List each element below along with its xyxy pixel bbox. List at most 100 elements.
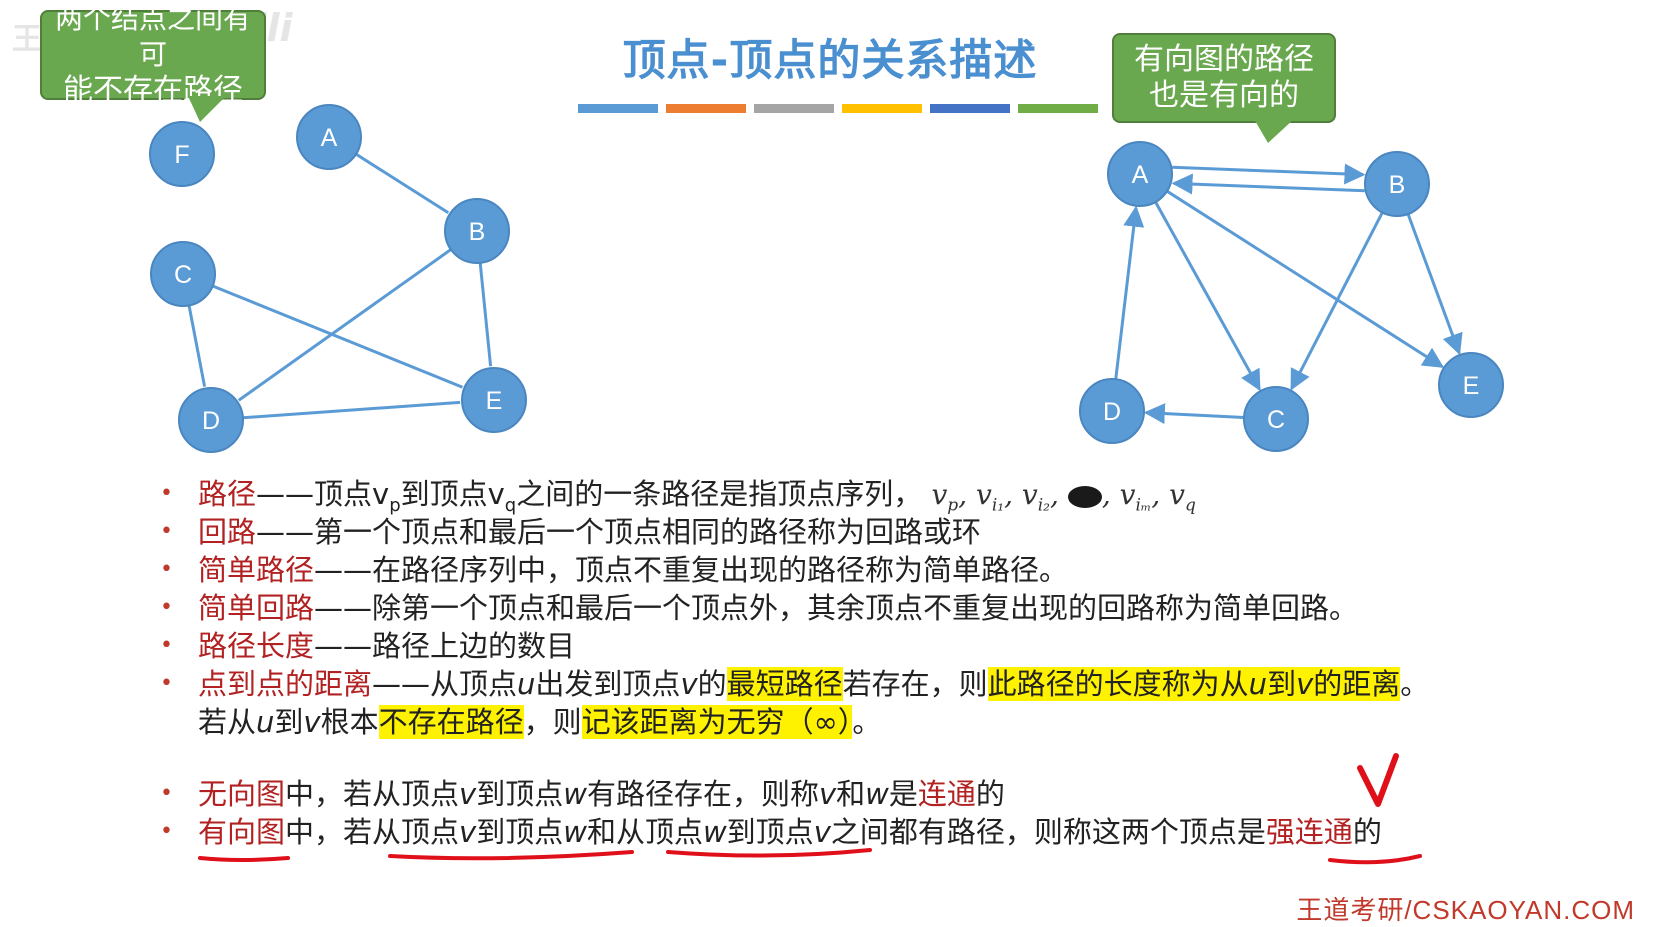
var-v: v (680, 667, 698, 701)
highlight-shortest-path: 最短路径 (726, 667, 843, 701)
callout-no-path-line1: 两个结点之间有可 (54, 2, 251, 71)
directed-graph-arcs (1114, 163, 1463, 425)
graph-edge (355, 152, 450, 215)
graph-node-C: C (1243, 386, 1309, 452)
node-circle (296, 104, 362, 170)
var-v: v (813, 815, 831, 849)
underline-segment (578, 104, 658, 113)
term-connected: 连通 (917, 777, 976, 811)
def-text: 到顶点v (400, 477, 505, 511)
def-text: 中，若从顶点 (285, 777, 460, 811)
highlight-distance: 此路径的长度称为从u到v的距离 (987, 667, 1401, 701)
node-label: C (174, 261, 192, 289)
underline-stroke (198, 856, 290, 862)
callout-directed-line2: 也是有向的 (1149, 78, 1299, 113)
var-w: w (702, 815, 727, 849)
def-text: ——除第一个顶点和最后一个顶点外，其余顶点不重复出现的回路称为简单回路。 (314, 591, 1359, 625)
def-text: 根本 (320, 705, 379, 739)
underline-stroke (1328, 854, 1422, 865)
term-simple-cycle: 简单回路 (198, 591, 315, 625)
def-distance-infinite: 若从u到v根本不存在路径，则记该距离为无穷（∞）。 (160, 704, 881, 740)
underline-segment (930, 104, 1010, 113)
bullet-icon: • (160, 519, 173, 544)
underline-stroke (666, 848, 872, 858)
term-cycle: 回路 (198, 515, 257, 549)
def-strongly-connected: • 有向图中，若从顶点v到顶点w和从顶点w到顶点v之间都有路径，则称这两个顶点是… (160, 814, 1382, 850)
bullet-icon: • (160, 671, 173, 696)
def-text: 到顶点 (476, 815, 564, 849)
seq-v: v (976, 478, 992, 511)
def-text: 出发到顶点 (535, 667, 681, 701)
undirected-graph-edges (187, 152, 493, 420)
graph-edge (1154, 201, 1261, 392)
graph-edge (1172, 163, 1366, 185)
node-circle (1107, 141, 1173, 207)
graph-node-B: B (444, 198, 510, 264)
node-label: D (1103, 398, 1121, 426)
bullet-icon: • (160, 481, 173, 506)
var-w: w (865, 777, 889, 811)
def-simple-cycle: • 简单回路——除第一个顶点和最后一个顶点外，其余顶点不重复出现的回路称为简单回… (160, 590, 1358, 626)
node-circle (1364, 151, 1430, 217)
footer-watermark: 王道考研/CSKAOYAN.COM (1296, 895, 1635, 925)
graph-node-B: B (1364, 151, 1430, 217)
bullet-icon: • (160, 633, 173, 658)
seq-sub: i₁ (991, 495, 1005, 516)
underline-segment (754, 104, 834, 113)
graph-node-C: C (150, 241, 216, 307)
var-v: v (459, 815, 477, 849)
def-text: 若存在，则 (842, 667, 988, 701)
seq-v: v (1021, 478, 1038, 511)
graph-edge (187, 305, 207, 387)
def-connected: • 无向图中，若从顶点v到顶点w有路径存在，则称v和w是连通的 (160, 776, 1005, 812)
def-text: 到 (274, 705, 304, 739)
underline-segment (1018, 104, 1098, 113)
callout-directed-path: 有向图的路径 也是有向的 (1112, 33, 1336, 123)
graph-node-D: D (178, 387, 244, 453)
graph-node-F: F (149, 121, 215, 187)
node-circle (1243, 386, 1309, 452)
def-sub: p (389, 494, 401, 516)
seq-v: v (1169, 478, 1185, 511)
def-text: ，则 (523, 705, 582, 739)
def-text: 到顶点 (476, 777, 564, 811)
def-text: 若从 (198, 705, 257, 739)
var-u: u (517, 667, 536, 701)
var-v: v (303, 705, 321, 739)
def-text: 之间的一条路径是指顶点序列， (516, 477, 923, 511)
callout-no-path-tail (188, 96, 226, 122)
def-text: ——第一个顶点和最后一个顶点相同的路径称为回路或环 (256, 515, 982, 549)
graph-node-D: D (1079, 378, 1145, 444)
node-circle (149, 121, 215, 187)
def-path-length: • 路径长度——路径上边的数目 (160, 628, 575, 664)
node-circle (1079, 378, 1145, 444)
node-label: E (486, 387, 503, 415)
def-simple-path: • 简单路径——在路径序列中，顶点不重复出现的路径称为简单路径。 (160, 552, 1068, 588)
def-cycle: • 回路——第一个顶点和最后一个顶点相同的路径称为回路或环 (160, 514, 981, 550)
graph-edge (242, 400, 461, 420)
graph-edge (1114, 205, 1145, 380)
def-text: 和 (836, 777, 866, 811)
highlight-no-path: 不存在路径 (378, 705, 524, 739)
def-distance: • 点到点的距离——从顶点u出发到顶点v的最短路径若存在，则此路径的长度称为从u… (160, 666, 1429, 702)
term-path: 路径 (198, 477, 257, 511)
underline-stroke (388, 850, 634, 861)
graph-node-E: E (461, 367, 527, 433)
ellipsis-icon (1067, 485, 1102, 508)
def-text: 此路径的长度称为从 (987, 667, 1249, 701)
def-text: ——顶点v (256, 477, 390, 511)
def-text: 。 (1400, 667, 1430, 701)
def-text: 中，若从顶点 (285, 815, 460, 849)
seq-v: v (931, 478, 948, 511)
graph-edge (1290, 211, 1384, 391)
node-label: B (1389, 171, 1406, 199)
def-text: 有路径存在，则称 (586, 777, 819, 811)
graph-node-E: E (1438, 352, 1504, 418)
def-path: • 路径——顶点vp到顶点vq之间的一条路径是指顶点序列， vp, vi₁, v… (160, 476, 1196, 524)
def-text: 到 (1267, 667, 1297, 701)
node-circle (1438, 352, 1504, 418)
graph-edge (237, 248, 452, 402)
node-label: E (1463, 372, 1480, 400)
